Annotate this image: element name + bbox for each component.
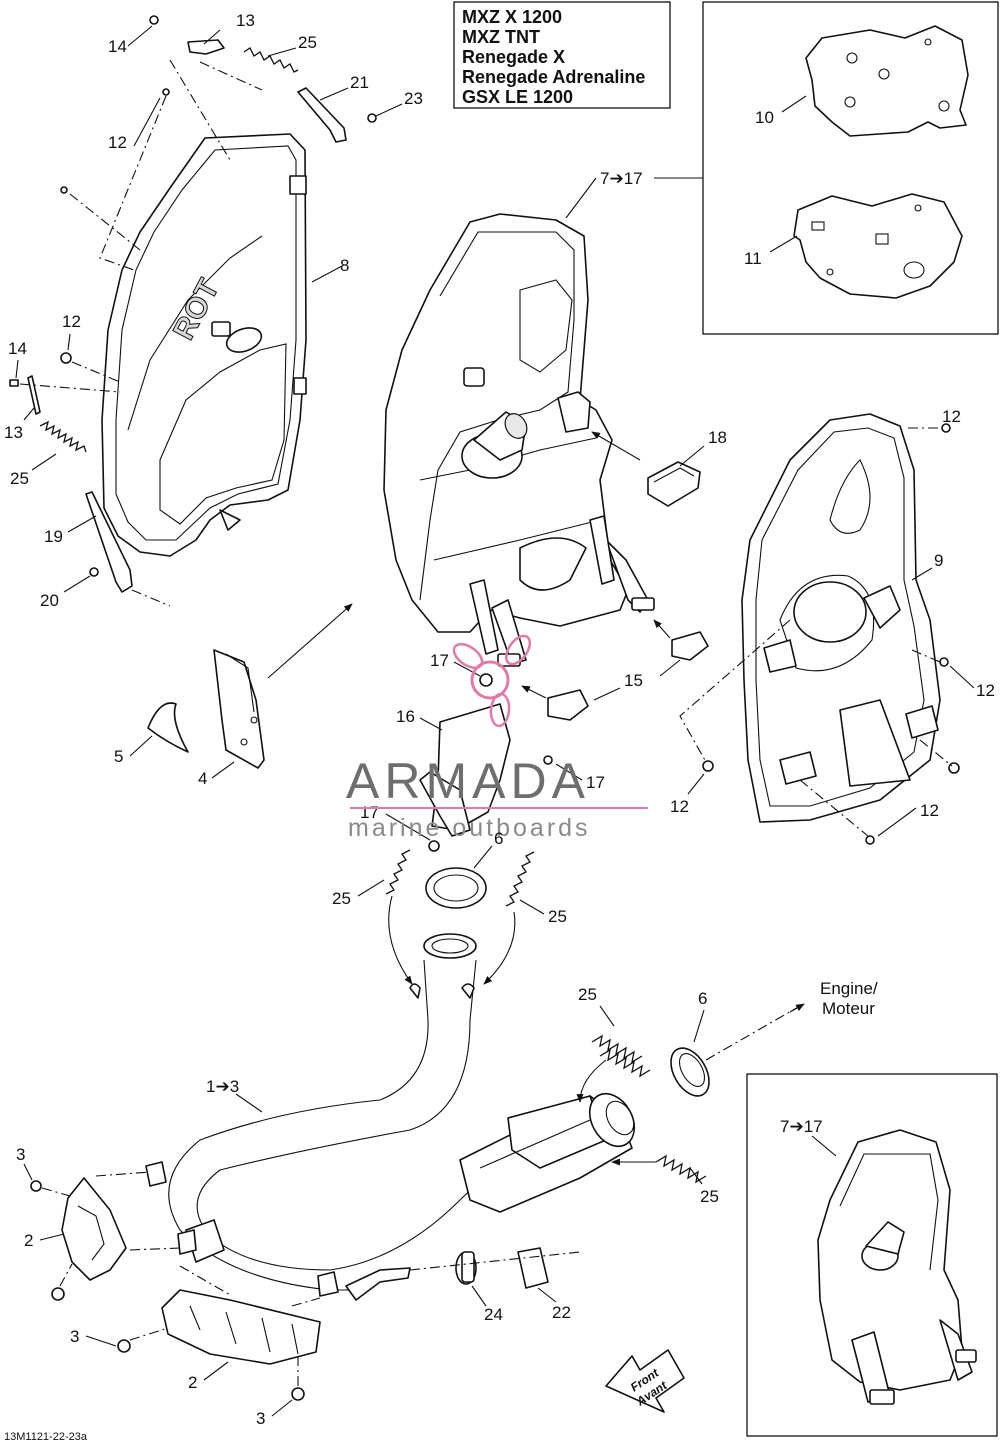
- cover-hardware-left: 12 14 13 25 19 20: [4, 312, 171, 610]
- model-line-1: MXZ X 1200: [462, 7, 562, 27]
- label-10: 10: [755, 108, 774, 127]
- label-25-left: 25: [10, 469, 29, 488]
- mount-24-bracket-22: 24 22: [409, 1247, 581, 1324]
- label-16: 16: [396, 707, 415, 726]
- model-applicability-box: MXZ X 1200 MXZ TNT Renegade X Renegade A…: [453, 1, 671, 109]
- label-18: 18: [708, 428, 727, 447]
- label-3-b: 3: [70, 1327, 79, 1346]
- label-2-a: 2: [24, 1231, 33, 1250]
- label-25-mid-left: 25: [332, 889, 351, 908]
- heat-shield-16: 16 17 17 17: [360, 651, 605, 852]
- label-12-left: 12: [62, 312, 81, 331]
- armada-watermark: ARMADA marine outboards: [346, 634, 648, 842]
- exhaust-pipe-1-3: 1➔3: [145, 933, 636, 1301]
- seal-ring-6-upper: 6: [425, 829, 503, 909]
- label-14-left: 14: [8, 339, 27, 358]
- label-24: 24: [484, 1305, 503, 1324]
- model-line-3: Renegade X: [462, 47, 565, 67]
- label-12-right-d: 12: [920, 801, 939, 820]
- rubber-mount-18: 18: [591, 428, 727, 507]
- label-6-engine: 6: [698, 989, 707, 1008]
- label-1-3: 1➔3: [206, 1077, 239, 1096]
- label-6-upper: 6: [494, 829, 503, 848]
- label-23: 23: [404, 89, 423, 108]
- model-line-4: Renegade Adrenaline: [462, 67, 645, 87]
- front-direction-arrow: Front Avant: [605, 1349, 685, 1413]
- heat-guards-2-3: 3 2 3 2 3: [16, 1145, 321, 1428]
- model-line-5: GSX LE 1200: [462, 87, 573, 107]
- insulation-inset-box: 10 11: [702, 1, 999, 335]
- watermark-subtitle: marine outboards: [348, 814, 591, 842]
- label-13-left: 13: [4, 423, 23, 442]
- engine-label-line-1: Engine/: [820, 979, 878, 998]
- grommets-15: 15: [521, 619, 709, 721]
- figure-code: 13M1121-22-23a: [4, 1431, 88, 1443]
- insulation-pad-11: [793, 193, 963, 299]
- label-2-b: 2: [188, 1373, 197, 1392]
- label-20: 20: [40, 591, 59, 610]
- label-3-a: 3: [16, 1145, 25, 1164]
- springs-25-lower: 25 25 25 25: [332, 849, 719, 1206]
- label-4: 4: [198, 769, 207, 788]
- label-12-right-b: 12: [976, 681, 995, 700]
- label-15: 15: [624, 671, 643, 690]
- label-17-a: 17: [430, 651, 449, 670]
- label-12-topleft: 12: [108, 133, 127, 152]
- label-25-top: 25: [298, 33, 317, 52]
- label-25-lower-a: 25: [578, 985, 597, 1004]
- label-12-right-a: 12: [942, 407, 961, 426]
- label-7-17-main: 7➔17: [600, 169, 643, 188]
- label-7-17-inset: 7➔17: [780, 1117, 823, 1136]
- muffler-cover-8: ROT: [101, 133, 307, 557]
- label-25-mid-right: 25: [548, 907, 567, 926]
- seal-ring-6-engine: 6 Engine/ Moteur: [670, 979, 878, 1097]
- label-5: 5: [114, 747, 123, 766]
- label-8: 8: [340, 256, 349, 275]
- engine-label-line-2: Moteur: [822, 999, 875, 1018]
- label-21: 21: [350, 73, 369, 92]
- cover-hardware-top: 14 13 25 21 23 12 8: [60, 11, 423, 283]
- label-19: 19: [44, 527, 63, 546]
- watermark-logo-icon: [470, 660, 510, 700]
- label-13-top: 13: [236, 11, 255, 30]
- assembled-view-inset: 7➔17: [746, 1073, 998, 1437]
- label-17-b: 17: [586, 773, 605, 792]
- model-line-2: MXZ TNT: [462, 27, 540, 47]
- label-14-top: 14: [108, 37, 127, 56]
- label-25-lower-b: 25: [700, 1187, 719, 1206]
- watermark-title: ARMADA: [346, 753, 590, 809]
- label-9: 9: [934, 551, 943, 570]
- label-3-c: 3: [256, 1409, 265, 1428]
- label-22: 22: [552, 1303, 571, 1322]
- label-12-right-c: 12: [670, 797, 689, 816]
- insulation-pad-10: [805, 25, 969, 137]
- muffler-cover-9: 9 12 12 12 12: [670, 407, 995, 845]
- label-11: 11: [744, 249, 762, 268]
- muffler-assembly-7-17: [383, 213, 655, 667]
- shields-4-5: 4 5: [114, 649, 265, 788]
